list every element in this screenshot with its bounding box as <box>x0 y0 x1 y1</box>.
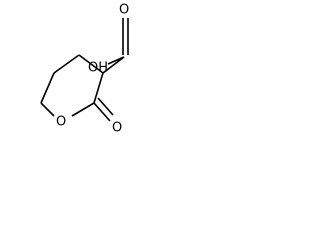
bond-ring-oxygen-ch2 <box>40 102 55 117</box>
chemical-structure-diagram: O OH O O <box>40 3 129 136</box>
atom-lactone-carbonyl-oxygen: O <box>112 121 122 136</box>
atom-carboxyl-hydroxyl: OH <box>88 61 108 76</box>
bond-carbonyl-ring-oxygen <box>71 102 95 117</box>
atom-ring-oxygen: O <box>56 115 66 130</box>
bond-carboxyl-oh <box>107 56 125 65</box>
bond-ch2-ch2-lower <box>40 72 55 104</box>
bond-ch2-ch <box>78 54 104 74</box>
bond-lactone-co-2 <box>97 97 114 116</box>
atom-carboxyl-carbonyl-oxygen: O <box>119 3 129 18</box>
bond-ch-carboxyl <box>102 56 125 74</box>
bond-ch2-ch2 <box>53 54 80 74</box>
bond-ch-carbonyl <box>93 72 104 104</box>
bond-lactone-co-1 <box>93 102 111 122</box>
